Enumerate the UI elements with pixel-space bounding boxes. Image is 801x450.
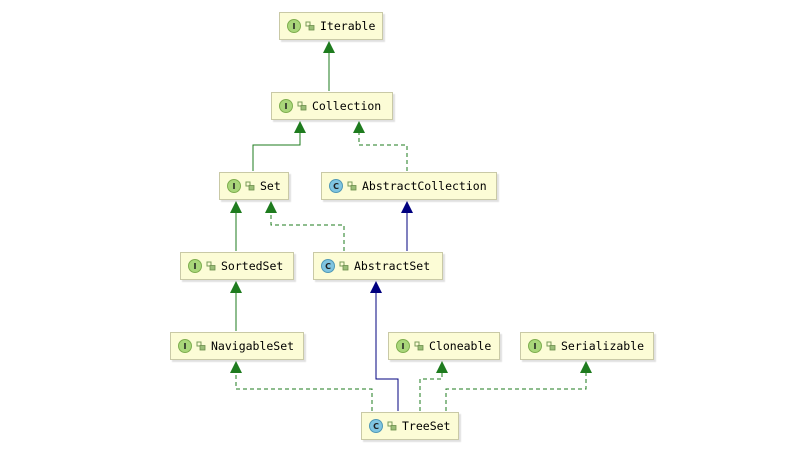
arrowhead-serializable xyxy=(580,361,592,373)
node-label: Set xyxy=(260,179,281,193)
edge-treeset-to-cloneable xyxy=(419,368,443,411)
interface-badge-icon: I xyxy=(188,259,202,273)
interface-badge-icon: I xyxy=(528,339,542,353)
arrowhead-abstractcollection xyxy=(401,201,413,213)
edge-abstractset-to-set xyxy=(270,208,345,251)
lock-icon xyxy=(206,261,216,271)
lock-icon xyxy=(339,261,349,271)
arrowhead-iterable xyxy=(323,41,335,53)
node-label: Collection xyxy=(312,99,382,113)
interface-badge-icon: I xyxy=(227,179,241,193)
node-cloneable[interactable]: I Cloneable xyxy=(388,332,500,360)
node-label: SortedSet xyxy=(221,259,284,273)
node-iterable[interactable]: I Iterable xyxy=(279,12,383,40)
node-label: NavigableSet xyxy=(211,339,295,353)
node-abstractset[interactable]: C AbstractSet xyxy=(313,252,443,280)
arrowhead-cloneable xyxy=(436,361,448,373)
arrowhead-abstractset xyxy=(370,281,382,293)
node-treeset[interactable]: C TreeSet xyxy=(361,412,459,440)
edge-treeset-to-abstractset xyxy=(375,288,399,411)
edge-abstractcollection-to-collection xyxy=(358,128,408,171)
arrowhead-navigableset xyxy=(230,361,242,373)
lock-icon xyxy=(414,341,424,351)
interface-badge-icon: I xyxy=(396,339,410,353)
node-label: Cloneable xyxy=(429,339,492,353)
class-badge-icon: C xyxy=(329,179,343,193)
lock-icon xyxy=(196,341,206,351)
lock-icon xyxy=(245,181,255,191)
node-navigableset[interactable]: I NavigableSet xyxy=(170,332,304,360)
interface-badge-icon: I xyxy=(178,339,192,353)
edge-treeset-to-serializable xyxy=(445,368,587,411)
class-badge-icon: C xyxy=(321,259,335,273)
class-badge-icon: C xyxy=(369,419,383,433)
node-label: AbstractCollection xyxy=(362,179,487,193)
node-label: Serializable xyxy=(561,339,645,353)
arrowhead-sortedset xyxy=(230,281,242,293)
arrowhead-collection-left xyxy=(294,121,306,133)
node-sortedset[interactable]: I SortedSet xyxy=(180,252,294,280)
edge-set-to-collection xyxy=(252,128,301,171)
lock-icon xyxy=(297,101,307,111)
interface-badge-icon: I xyxy=(279,99,293,113)
lock-icon xyxy=(387,421,397,431)
node-serializable[interactable]: I Serializable xyxy=(520,332,654,360)
arrowhead-set-right xyxy=(265,201,277,213)
interface-badge-icon: I xyxy=(287,19,301,33)
lock-icon xyxy=(347,181,357,191)
node-label: AbstractSet xyxy=(354,259,431,273)
node-label: TreeSet xyxy=(402,419,451,433)
lock-icon xyxy=(305,21,315,31)
node-collection[interactable]: I Collection xyxy=(271,92,393,120)
edge-treeset-to-navigableset xyxy=(235,368,373,411)
lock-icon xyxy=(546,341,556,351)
node-abstractcollection[interactable]: C AbstractCollection xyxy=(321,172,497,200)
node-label: Iterable xyxy=(320,19,376,33)
arrowhead-set-left xyxy=(230,201,242,213)
arrowhead-collection-right xyxy=(353,121,365,133)
node-set[interactable]: I Set xyxy=(219,172,289,200)
